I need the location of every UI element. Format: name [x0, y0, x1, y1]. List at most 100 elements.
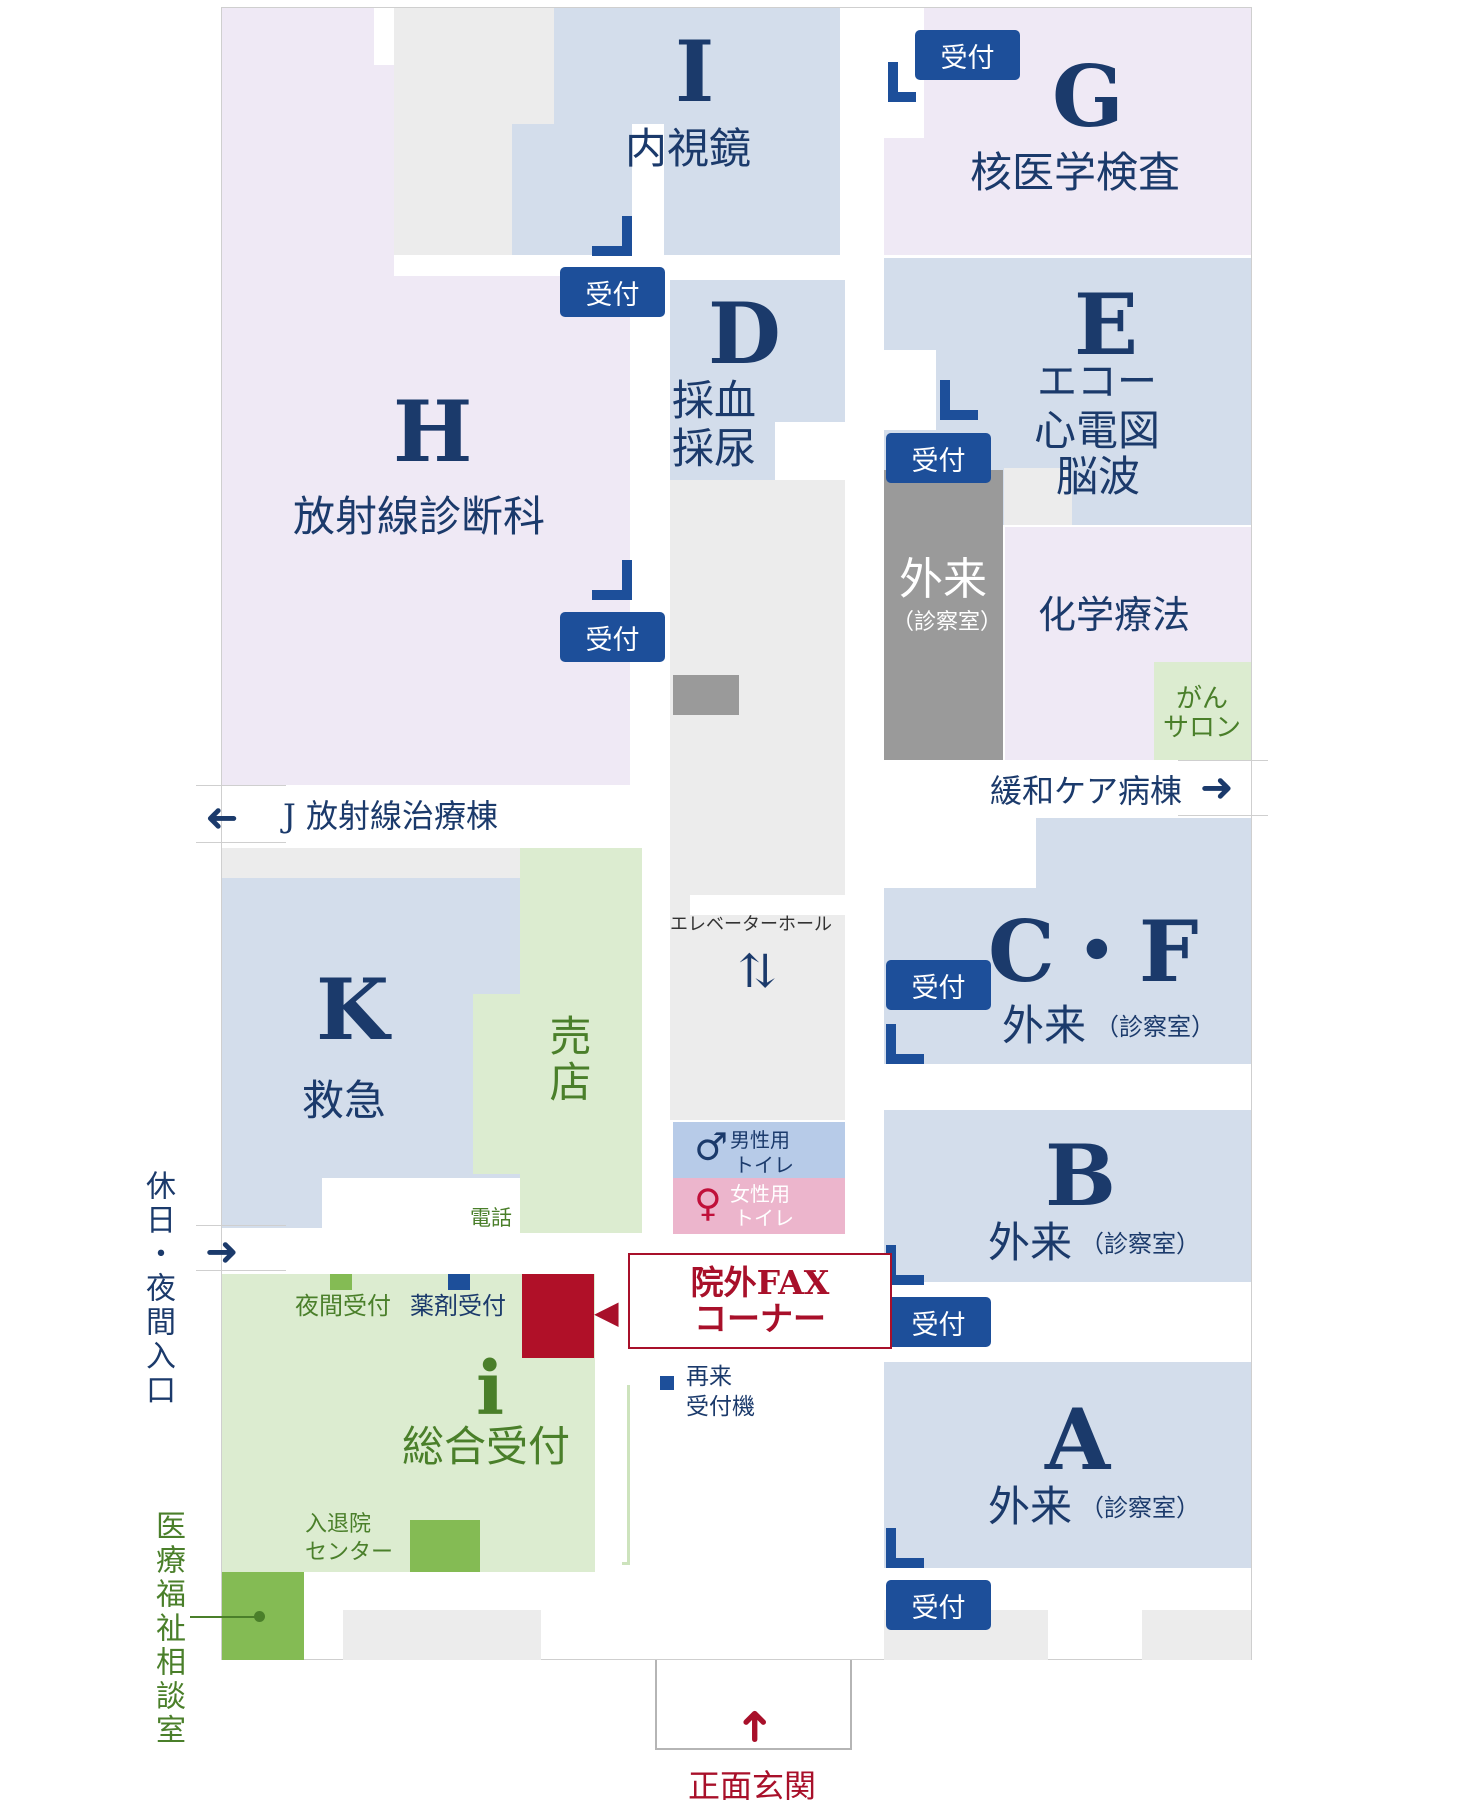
phone-label: 電話 — [470, 1206, 512, 1230]
outpatient-sub: （診察室） — [892, 610, 1003, 635]
area-b-name: 外来 — [988, 1218, 1073, 1267]
elevator-icon[interactable]: ⇅ — [738, 944, 777, 998]
area-d-name-2: 採尿 — [672, 424, 757, 473]
night-reception-mark — [330, 1274, 352, 1290]
area-d[interactable] — [670, 280, 845, 422]
area-b-letter: B — [1045, 1126, 1116, 1225]
men-toilet-label-2: トイレ — [734, 1153, 794, 1177]
main-entrance-bracket — [655, 1660, 852, 1750]
area-h[interactable] — [222, 8, 374, 785]
reception-badge-h[interactable]: 受付 — [560, 612, 665, 662]
reception-marker-g — [888, 62, 916, 102]
area-i[interactable] — [554, 8, 840, 124]
pharmacy-reception-mark — [448, 1274, 470, 1290]
area-i-letter: I — [675, 22, 715, 121]
outpatient-room[interactable] — [884, 470, 1003, 760]
storage-gray-bottom-left — [343, 1610, 541, 1660]
area-k-name: 救急 — [302, 1076, 387, 1125]
reception-badge-g[interactable]: 受付 — [915, 30, 1020, 80]
area-d-letter: D — [708, 284, 781, 383]
fax-corner-label-2: コーナー — [694, 1299, 826, 1339]
area-e-notch — [884, 350, 936, 430]
outpatient-name: 外来 — [899, 554, 987, 605]
reception-marker-e — [940, 380, 978, 420]
elevator-hall-label: エレベーターホール — [670, 914, 832, 935]
palliative-path-line — [1178, 760, 1268, 816]
area-a-letter: A — [1045, 1390, 1111, 1489]
fax-corner-callout[interactable]: 院外FAX コーナー — [628, 1253, 892, 1349]
area-g-name: 核医学検査 — [970, 148, 1181, 197]
revisit-machine-label-1: 再来 — [686, 1364, 732, 1390]
main-entrance-label: 正面玄関 — [688, 1767, 817, 1805]
area-e-name-2: 心電図 — [1034, 406, 1161, 455]
area-cf[interactable] — [1036, 818, 1251, 888]
reception-marker-i — [592, 216, 632, 256]
admission-center-label-2: センター — [305, 1540, 394, 1565]
reception-badge-cf[interactable]: 受付 — [886, 960, 991, 1010]
area-i-lower — [512, 124, 632, 255]
area-k-lower — [222, 1178, 322, 1228]
revisit-machine-label-2: 受付機 — [686, 1394, 755, 1420]
area-cf-sub: （診察室） — [1095, 1013, 1215, 1041]
main-entrance-arrow-icon: ➜ — [728, 1707, 780, 1745]
men-toilet[interactable] — [673, 1122, 845, 1178]
revisit-machine-mark — [660, 1376, 674, 1390]
area-h-lower — [374, 276, 630, 785]
area-e-letter: E — [1074, 275, 1139, 374]
admission-center-label-1: 入退院 — [305, 1512, 372, 1537]
fax-corner-block[interactable] — [522, 1274, 594, 1358]
women-toilet-label-1: 女性用 — [730, 1182, 790, 1206]
reception-marker-h — [592, 560, 632, 600]
night-reception-label: 夜間受付 — [295, 1292, 391, 1320]
reception-badge-e[interactable]: 受付 — [886, 433, 991, 483]
area-h-name: 放射線診断科 — [293, 492, 546, 541]
area-shop-left — [473, 994, 520, 1174]
holiday-entrance-arrow-icon: ➜ — [205, 1229, 239, 1275]
chemotherapy-name: 化学療法 — [1038, 593, 1191, 637]
area-i-lower-right — [664, 124, 840, 255]
pharmacy-reception-label: 薬剤受付 — [410, 1292, 506, 1320]
reception-bracket-line — [622, 1385, 630, 1565]
admission-center-block[interactable] — [410, 1520, 480, 1572]
women-toilet-label-2: トイレ — [734, 1206, 794, 1230]
gray-equipment — [673, 675, 739, 715]
reception-badge-i[interactable]: 受付 — [560, 267, 665, 317]
reception-badge-b[interactable]: 受付 — [886, 1297, 991, 1347]
storage-gray-bottom-right — [1142, 1610, 1251, 1660]
fax-corner-label-1: 院外FAX — [690, 1263, 830, 1302]
area-d-lower — [670, 422, 775, 480]
women-toilet-icon: ♀ — [694, 1181, 722, 1225]
area-b[interactable] — [884, 1110, 1251, 1282]
welfare-pointer-line — [190, 1616, 260, 1618]
area-k-letter: K — [316, 960, 390, 1059]
palliative-arrow-icon: ➜ — [1200, 765, 1234, 811]
shop-name: 売店 — [543, 1014, 592, 1106]
men-toilet-icon: ♂ — [694, 1125, 729, 1169]
area-e-name-1: エコー — [1037, 359, 1157, 405]
building-outline — [221, 7, 1252, 1660]
reception-badge-a[interactable]: 受付 — [886, 1580, 991, 1630]
cancer-salon-line2: サロン — [1163, 713, 1242, 743]
holiday-entrance-label: 休日・夜間入口 — [140, 1170, 175, 1408]
info-name: 総合受付 — [402, 1422, 571, 1471]
cancer-salon[interactable] — [1154, 662, 1251, 760]
area-k-top — [222, 878, 472, 996]
area-h-letter: H — [393, 382, 473, 481]
area-shop[interactable] — [520, 848, 642, 1233]
storage-gray-e — [1004, 468, 1072, 525]
area-g-letter: G — [1052, 47, 1124, 146]
welfare-office-label: 医療福祉相談室 — [150, 1510, 185, 1748]
radiotherapy-building-label: J 放射線治療棟 — [283, 797, 499, 835]
area-i-name: 内視鏡 — [625, 124, 752, 173]
info-letter: i — [476, 1346, 505, 1432]
reception-marker-cf — [886, 1024, 924, 1064]
cancer-salon-line1: がん — [1176, 684, 1229, 714]
area-a[interactable] — [884, 1362, 1251, 1568]
women-toilet[interactable] — [673, 1178, 845, 1234]
area-cf-letter: C・F — [988, 902, 1199, 1001]
holiday-entrance-path-line — [196, 1225, 286, 1271]
corridor-gray-lower — [670, 910, 845, 1120]
area-cf-name: 外来 — [1002, 1001, 1087, 1050]
area-e-name-3: 脳波 — [1056, 452, 1141, 501]
fax-pointer-arrow-icon: ◀ — [594, 1293, 619, 1331]
